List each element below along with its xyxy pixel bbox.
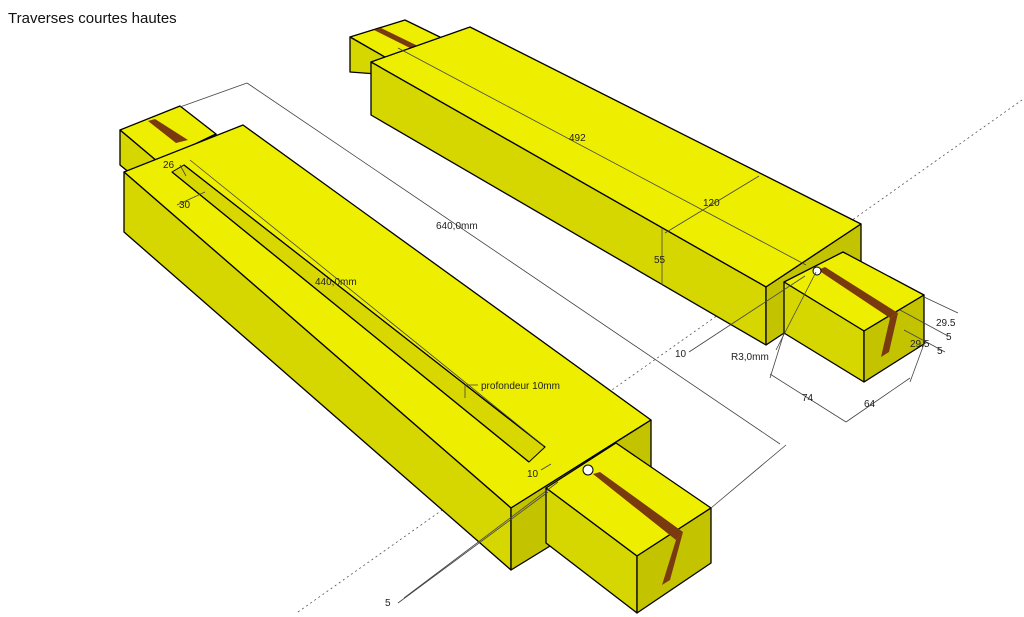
dimension-body-length: 492 xyxy=(397,47,807,266)
slot-cut xyxy=(593,472,683,540)
dimension-overall-length: 640,0mm xyxy=(179,82,787,509)
dim-label-overall-length: 640,0mm xyxy=(436,221,478,232)
dim-label-tenon-length: 74 xyxy=(802,393,814,404)
slot-cut xyxy=(881,313,898,357)
dim-label-slot-offset: 30 xyxy=(179,200,191,211)
dim-label-tenon-side-b: 29.5 xyxy=(910,339,930,350)
bore-hole xyxy=(812,266,822,276)
dim-label-tenon-gap-b: 5 xyxy=(937,346,943,357)
beam-right-front-tenon xyxy=(783,251,925,383)
beam-left-front-tenon xyxy=(545,442,712,614)
slot-cut xyxy=(374,28,418,48)
dim-label-body-length: 492 xyxy=(569,133,586,144)
dimension-slot-width: 26 xyxy=(163,160,187,177)
beam-right xyxy=(349,19,925,383)
dimension-slot-depth: profondeur 10mm xyxy=(464,381,560,398)
dimension-slot-length: 440,0mm xyxy=(189,159,545,447)
dim-label-tenon-gap-a: 5 xyxy=(946,332,952,343)
dimension-tenon-offset: 10 xyxy=(675,275,806,360)
beam-left xyxy=(119,105,712,614)
dimension-tenon-sides: 29.5 29.5 5 5 xyxy=(899,296,959,357)
page-title: Traverses courtes hautes xyxy=(8,10,177,27)
dim-label-tenon-offset: 10 xyxy=(675,349,687,360)
dim-label-slot-end-offset: 10 xyxy=(527,469,539,480)
dim-label-slot-width: 26 xyxy=(163,160,175,171)
dim-label-tenon-side-a: 29.5 xyxy=(936,318,956,329)
slot-cut xyxy=(148,119,188,143)
dim-label-bottom-offset: 5 xyxy=(385,598,391,609)
dim-label-body-width: 120 xyxy=(703,198,720,209)
dimension-body-width: 120 xyxy=(664,175,760,234)
dim-label-tenon-width: 64 xyxy=(864,399,876,410)
dim-label-slot-length: 440,0mm xyxy=(315,277,357,288)
dimension-body-height: 55 xyxy=(654,228,666,285)
dim-label-radius: R3,0mm xyxy=(731,352,769,363)
bore-hole xyxy=(582,464,594,476)
dim-label-slot-depth: profondeur 10mm xyxy=(481,381,560,392)
dimension-slot-end-offset: 10 xyxy=(527,463,552,480)
dimension-slot-offset: 30 xyxy=(176,191,206,211)
slot-cut xyxy=(818,267,898,318)
dim-label-body-height: 55 xyxy=(654,255,666,266)
dimension-tenon-width: 64 xyxy=(845,343,925,423)
dimension-bottom-offset: 5 xyxy=(385,481,559,609)
slot-cut xyxy=(662,532,683,585)
dimension-tenon-length: 74 xyxy=(769,332,847,423)
